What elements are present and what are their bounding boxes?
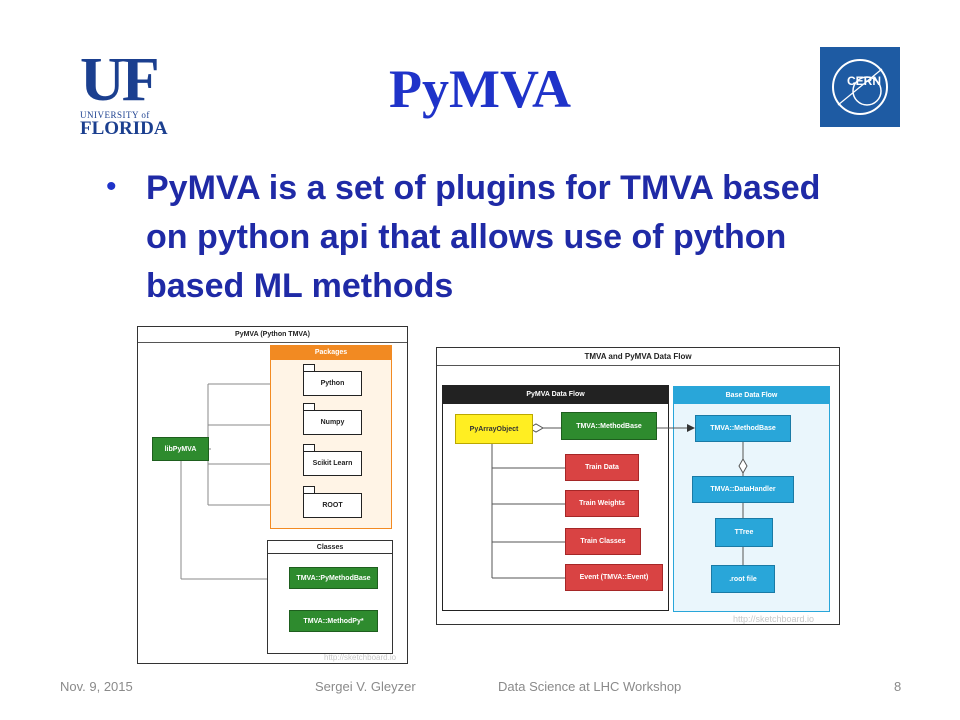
package-numpy: Numpy <box>303 410 362 435</box>
train-data-box: Train Data <box>565 454 639 481</box>
libpymva-box: libPyMVA <box>152 437 209 461</box>
bullet-marker: • <box>106 170 117 203</box>
uf-logo-line2: FLORIDA <box>80 118 168 139</box>
pymva-structure-diagram: PyMVA (Python TMVA) Packages Python Nump… <box>137 326 408 664</box>
base-flow-title: Base Data Flow <box>674 387 829 404</box>
classes-group: Classes <box>267 540 393 654</box>
data-flow-connectors <box>491 423 748 579</box>
package-tab <box>303 403 315 411</box>
class-methodpy: TMVA::MethodPy* <box>289 610 378 632</box>
cern-logo-graphic: CERN <box>832 59 888 115</box>
ttree-box: TTree <box>715 518 773 547</box>
root-file-box: .root file <box>711 565 775 593</box>
package-scikit-learn: Scikit Learn <box>303 451 362 476</box>
slide-title: PyMVA <box>389 59 571 119</box>
pymva-flow-title: PyMVA Data Flow <box>443 386 668 404</box>
class-pymethodbase: TMVA::PyMethodBase <box>289 567 378 589</box>
cern-logo: CERN <box>820 47 900 127</box>
right-watermark: http://sketchboard.io <box>733 614 815 624</box>
package-tab <box>303 364 315 372</box>
uf-logo-line1: UNIVERSITY of <box>80 110 150 120</box>
packages-title: Packages <box>271 346 391 360</box>
package-root: ROOT <box>303 493 362 518</box>
data-flow-diagram: TMVA and PyMVA Data Flow PyMVA Data Flow… <box>436 347 840 625</box>
train-weights-box: Train Weights <box>565 490 639 517</box>
left-watermark: http://sketchboard.io <box>324 653 397 662</box>
cern-logo-text: CERN <box>847 74 881 88</box>
package-tab <box>303 486 315 494</box>
package-tab <box>303 444 315 452</box>
base-methodbase-box: TMVA::MethodBase <box>695 415 791 442</box>
datahandler-box: TMVA::DataHandler <box>692 476 794 503</box>
uf-logo: UF UNIVERSITY of FLORIDA <box>80 46 168 139</box>
footer-date: Nov. 9, 2015 <box>60 679 133 694</box>
event-box: Event (TMVA::Event) <box>565 564 663 591</box>
pymva-methodbase-box: TMVA::MethodBase <box>561 412 657 440</box>
footer-author: Sergei V. Gleyzer <box>315 679 416 694</box>
footer-event: Data Science at LHC Workshop <box>498 679 682 694</box>
footer-page-number: 8 <box>894 679 902 694</box>
uf-logo-letters: UF <box>80 46 160 114</box>
package-python: Python <box>303 371 362 396</box>
classes-title: Classes <box>268 541 392 554</box>
pyarrayobject-box: PyArrayObject <box>455 414 533 444</box>
pymva-structure-title: PyMVA (Python TMVA) <box>138 327 407 343</box>
data-flow-title: TMVA and PyMVA Data Flow <box>437 348 839 366</box>
train-classes-box: Train Classes <box>565 528 641 555</box>
bullet-text: PyMVA is a set of plugins for TMVA based… <box>146 169 821 305</box>
